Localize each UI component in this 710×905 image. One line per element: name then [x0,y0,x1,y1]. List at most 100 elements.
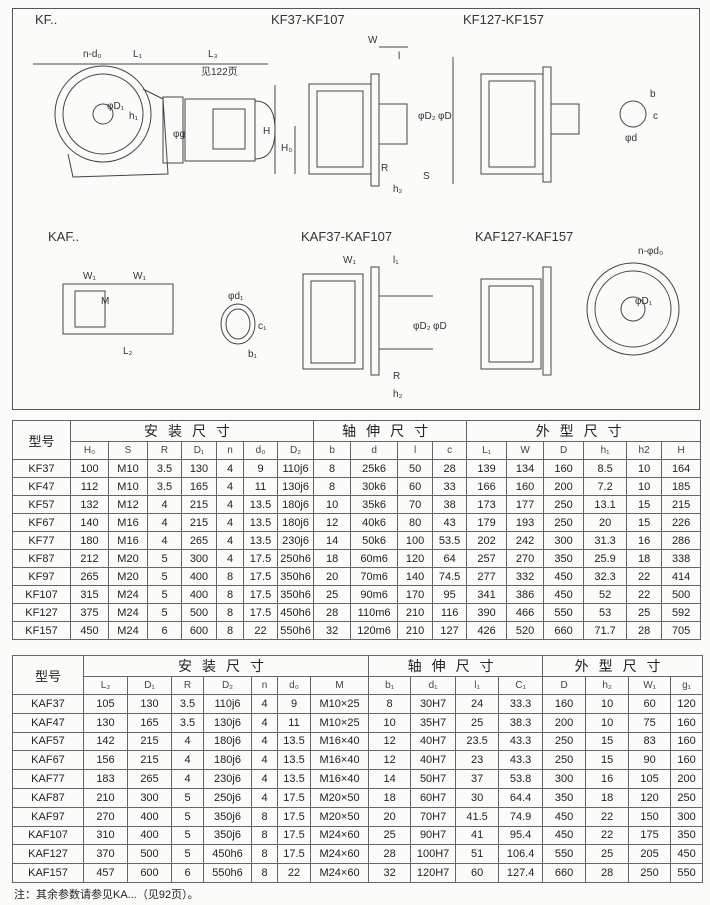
value-cell: 22 [277,863,311,883]
value-cell: 139 [466,459,508,478]
value-cell: 127.4 [498,863,544,883]
value-cell: 8.5 [583,459,628,478]
value-cell: 75 [628,712,672,733]
value-cell: 130 [83,712,128,733]
value-cell: 457 [83,863,128,883]
value-cell: 100H7 [410,844,457,865]
label-H: H [263,126,270,137]
value-cell: 11 [243,477,278,496]
value-cell: 500 [181,603,217,622]
value-cell: 40H7 [410,731,457,752]
value-cell: 28 [432,459,468,478]
value-cell: 13.5 [243,495,278,514]
label-b1: b₁ [248,349,258,360]
value-cell: 100 [70,459,109,478]
model-header: 型号 [12,420,71,460]
value-cell: 6 [147,621,182,640]
value-cell: 32 [368,863,412,883]
value-cell: 43 [432,513,468,532]
value-cell: 705 [661,621,702,640]
value-cell: 24 [455,694,500,714]
value-cell: 17.5 [277,825,311,846]
value-cell: 60 [397,477,434,496]
model-cell: KAF87 [12,787,84,808]
value-cell: 8 [251,806,278,827]
kaf-small-title: KAF37-KAF107 [301,229,392,244]
value-cell: 28 [313,603,352,622]
value-cell: 74.5 [432,567,468,586]
column-header: R [147,441,182,460]
value-cell: 4 [251,731,278,752]
value-cell: M24×60 [309,825,370,846]
column-header: d [350,441,399,460]
value-cell: 200 [542,712,587,733]
drawing-panel: KF.. n-d₀ L₁ L₃ 见122页 φD₁ h₁ φg KF37-KF1… [12,8,700,410]
column-header: d₁ [410,676,457,695]
value-cell: 53.5 [432,531,468,550]
value-cell: 17.5 [243,549,278,568]
value-cell: 3.5 [171,694,204,714]
group-shaft: 轴伸尺寸 [313,420,468,442]
value-cell: 38 [432,495,468,514]
value-cell: 400 [127,825,172,846]
kaf-large-drawing [480,262,680,376]
column-header: n [251,676,278,695]
value-cell: 40H7 [410,750,457,771]
label-c1: c₁ [258,321,267,332]
value-cell: 300 [543,531,585,550]
label-H0: H₀ [281,143,292,154]
value-cell: 18 [626,549,663,568]
column-header: h₂ [585,676,630,695]
value-cell: M16 [108,531,148,550]
model-header: 型号 [12,655,84,695]
value-cell: 130j6 [276,477,315,496]
value-cell: 10 [585,694,630,714]
value-cell: 160 [670,731,704,752]
value-cell: 170 [397,585,434,604]
value-cell: 50H7 [410,769,457,789]
label-h1: h₁ [129,111,139,122]
kaf-title: KAF.. [48,229,79,244]
value-cell: 5 [171,787,204,808]
value-cell: 160 [542,694,587,714]
value-cell: 74.9 [498,806,544,827]
value-cell: M16×40 [309,750,370,771]
value-cell: 90 [628,750,672,771]
value-cell: 370 [83,844,128,865]
value-cell: 15 [585,731,630,752]
value-cell: 500 [661,585,702,604]
value-cell: 156 [83,750,128,771]
value-cell: 20 [583,513,628,532]
group-installation: 安装尺寸 [69,420,315,442]
column-header: g₁ [670,676,704,695]
value-cell: 180j6 [276,513,315,532]
column-header: h₁ [583,441,628,460]
value-cell: 193 [506,513,545,532]
value-cell: 286 [661,531,702,550]
column-header: C₁ [498,676,544,695]
value-cell: 106.4 [498,844,544,865]
value-cell: 53.8 [498,769,544,789]
value-cell: 16 [585,769,630,789]
value-cell: 18 [368,787,412,808]
value-cell: 350 [542,787,587,808]
value-cell: 9 [277,694,311,714]
value-cell: 3.5 [147,459,182,478]
value-cell: 4 [216,549,244,568]
value-cell: 315 [70,585,109,604]
column-header: D [543,441,585,460]
value-cell: 23 [455,750,500,771]
value-cell: 592 [661,603,702,622]
value-cell: 23.5 [455,731,500,752]
value-cell: 550 [542,844,587,865]
value-cell: 4 [147,495,182,514]
value-cell: 250 [542,731,587,752]
